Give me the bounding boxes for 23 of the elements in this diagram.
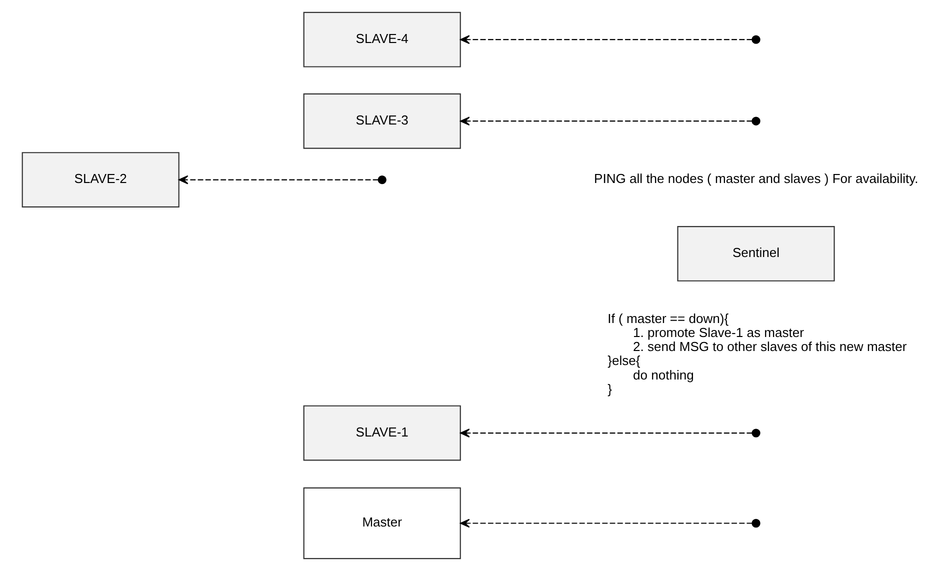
arrow <box>460 428 752 438</box>
arrow <box>460 116 752 126</box>
node-circle <box>751 428 760 438</box>
node-box: SLAVE-3 <box>302 93 460 149</box>
node-box: SLAVE-2 <box>21 152 179 208</box>
node-circle <box>751 35 760 44</box>
label: do nothing <box>632 367 694 382</box>
label: If ( master == down){ <box>607 310 728 326</box>
node-box: Master <box>302 487 460 560</box>
node-circle <box>377 175 386 184</box>
arrow <box>460 518 752 528</box>
node-circle <box>751 518 760 528</box>
arrow <box>178 175 378 184</box>
label: } <box>607 381 612 396</box>
node-box: Sentinel <box>676 226 834 282</box>
label: PING all the nodes ( master and slaves ) For availability. <box>594 171 918 186</box>
label: }else{ <box>607 353 640 368</box>
arrow <box>460 35 752 44</box>
node-circle <box>751 116 760 126</box>
label: 2. send MSG to other slaves of this new master <box>632 339 906 354</box>
node-box: SLAVE-4 <box>302 12 460 68</box>
label: 1. promote Slave-1 as master <box>632 324 804 340</box>
node-box: SLAVE-1 <box>302 405 460 461</box>
